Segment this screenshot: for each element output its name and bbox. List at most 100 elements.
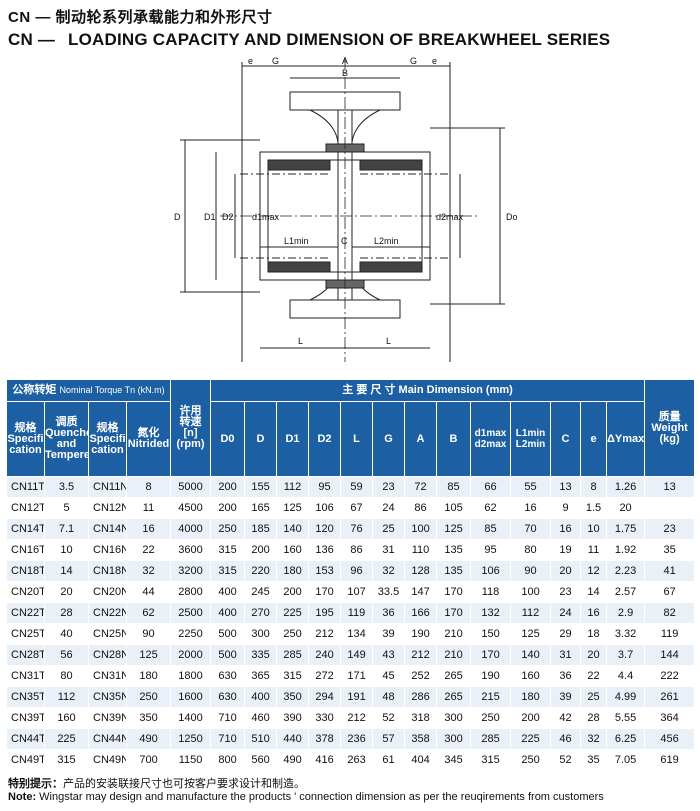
table-cell: 22 — [125, 539, 172, 561]
table-cell: 32 — [580, 728, 608, 750]
table-cell: 210 — [436, 644, 472, 666]
table-cell: 24 — [372, 497, 406, 519]
table-cell: 100 — [510, 581, 552, 603]
table-cell: 43 — [372, 644, 406, 666]
title-en-part-a: LOADING — [68, 30, 153, 49]
torque-group-header: 公称转矩 Nominal Torque Tn (kN.m) — [5, 379, 172, 402]
table-cell: 364 — [644, 707, 696, 729]
table-cell: 315 — [276, 665, 310, 687]
table-cell: CN49T — [6, 749, 45, 771]
table-cell: 400 — [244, 686, 278, 708]
nitrided-header: 氮化 Nitrided — [125, 401, 172, 477]
table-cell: 136 — [308, 539, 342, 561]
table-cell: 20 — [44, 581, 89, 603]
table-cell: 265 — [436, 686, 472, 708]
table-cell: 315 — [44, 749, 89, 771]
table-cell: 200 — [510, 707, 552, 729]
table-cell: 107 — [340, 581, 374, 603]
table-cell: 6.25 — [606, 728, 646, 750]
table-cell: 170 — [470, 644, 512, 666]
table-cell: 200 — [210, 497, 246, 519]
table-cell: 225 — [276, 602, 310, 624]
table-cell: 11 — [580, 539, 608, 561]
table-cell: 171 — [340, 665, 374, 687]
table-cell: 32 — [125, 560, 172, 582]
table-cell: 300 — [436, 707, 472, 729]
table-cell: 80 — [44, 665, 89, 687]
table-cell: 16 — [580, 602, 608, 624]
table-cell: 8 — [125, 476, 172, 498]
label-Do: Do — [506, 212, 518, 222]
table-cell: 105 — [436, 497, 472, 519]
table-cell: CN49N — [88, 749, 127, 771]
table-cell: 160 — [276, 539, 310, 561]
table-cell: 39 — [550, 686, 582, 708]
table-cell: 630 — [210, 665, 246, 687]
table-cell: 2250 — [170, 623, 212, 645]
label-A: A — [342, 56, 348, 66]
table-cell: 1800 — [170, 665, 212, 687]
table-cell: 285 — [470, 728, 512, 750]
dim-header-d: D — [244, 401, 278, 477]
table-cell: CN31T — [6, 665, 45, 687]
table-cell: 180 — [276, 560, 310, 582]
table-cell: 35 — [644, 539, 696, 561]
table-cell: 25 — [372, 518, 406, 540]
table-cell: 440 — [276, 728, 310, 750]
table-cell: 55 — [510, 476, 552, 498]
table-cell: CN18N — [88, 560, 127, 582]
table-cell: 14 — [580, 581, 608, 603]
table-cell: 460 — [244, 707, 278, 729]
table-cell: 286 — [404, 686, 438, 708]
table-cell: 28 — [580, 707, 608, 729]
table-cell: 318 — [404, 707, 438, 729]
speed-header: 许用 转速 [n] (rpm) — [170, 379, 212, 477]
page-title-en: CN — LOADING CAPACITY AND DIMENSION OF B… — [8, 30, 610, 50]
table-cell: 36 — [550, 665, 582, 687]
table-cell: 41 — [644, 560, 696, 582]
label-d1max: d1max — [252, 212, 280, 222]
table-cell: 212 — [404, 644, 438, 666]
table-cell: 3.7 — [606, 644, 646, 666]
table-cell: 112 — [44, 686, 89, 708]
table-cell: 67 — [644, 581, 696, 603]
table-cell: 200 — [244, 539, 278, 561]
table-cell: CN44T — [6, 728, 45, 750]
table-cell: 456 — [644, 728, 696, 750]
label-G-right: G — [410, 56, 417, 66]
table-cell: CN39N — [88, 707, 127, 729]
table-cell: 33.5 — [372, 581, 406, 603]
table-cell: CN25N — [88, 623, 127, 645]
table-cell: 1.92 — [606, 539, 646, 561]
table-cell: 16 — [125, 518, 172, 540]
table-cell: 45 — [372, 665, 406, 687]
spec-header-t: 规格 Specifi cation — [6, 401, 45, 477]
table-cell: 86 — [404, 497, 438, 519]
table-cell: 80 — [510, 539, 552, 561]
table-cell: 490 — [276, 749, 310, 771]
table-cell: 106 — [308, 497, 342, 519]
breakwheel-drawing: e G A G e B D D1 D2 d1max d2max Do L1min… — [174, 56, 518, 362]
table-cell: 72 — [404, 476, 438, 498]
table-cell: 240 — [308, 644, 342, 666]
table-cell: 700 — [125, 749, 172, 771]
table-cell: CN14T — [6, 518, 45, 540]
table-cell: 67 — [340, 497, 374, 519]
table-cell: 315 — [470, 749, 512, 771]
table-cell: CN31N — [88, 665, 127, 687]
table-cell: CN35T — [6, 686, 45, 708]
main-dim-header: 主 要 尺 寸 Main Dimension (mm) — [210, 379, 646, 402]
table-cell: 149 — [340, 644, 374, 666]
table-cell: 400 — [210, 602, 246, 624]
table-cell: 3.32 — [606, 623, 646, 645]
table-cell: 225 — [44, 728, 89, 750]
table-cell: 710 — [210, 707, 246, 729]
label-e-right: e — [432, 56, 437, 66]
table-cell: 32 — [372, 560, 406, 582]
table-cell: 134 — [340, 623, 374, 645]
